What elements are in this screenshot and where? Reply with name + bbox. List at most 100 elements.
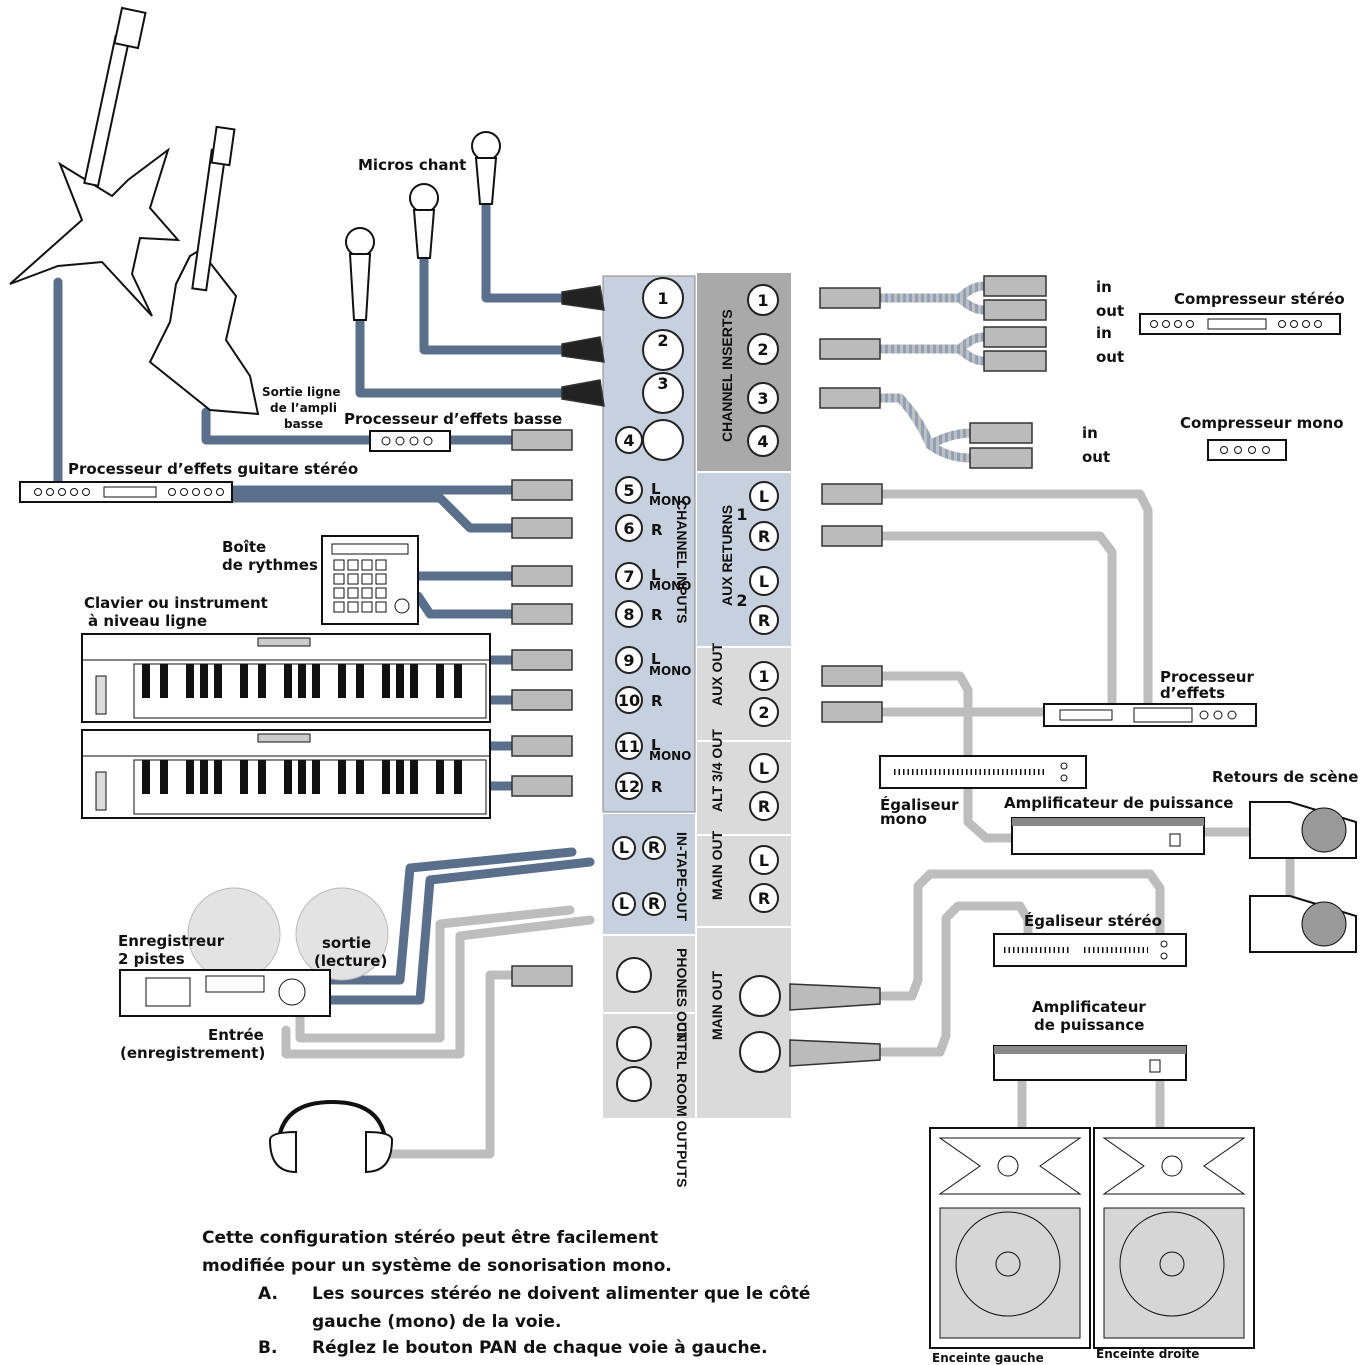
- aux-return-1R: [749, 521, 779, 551]
- note-a-text-1: Les sources stéréo ne doivent alimenter …: [312, 1284, 811, 1304]
- R-12: R: [651, 778, 663, 796]
- aux-ret-L2: L: [759, 572, 769, 591]
- ch-number-11: 11: [618, 737, 640, 756]
- monitors-label: Retours de scène: [1212, 768, 1358, 786]
- aux-ret-group-1: 1: [736, 505, 747, 524]
- alt34-out-label: ALT 3/4 OUT: [709, 729, 725, 812]
- bass-amp-label-1: Sortie ligne: [262, 385, 340, 399]
- aux-returns-label: AUX RETURNS: [719, 505, 735, 606]
- guitar-icon: [9, 6, 181, 317]
- aux-return-1L: [749, 481, 779, 511]
- R-8: R: [651, 606, 663, 624]
- ch-number-6: 6: [623, 519, 634, 538]
- jack-11: [615, 732, 643, 760]
- jack-10: [615, 686, 643, 714]
- main-out-label-2: MAIN OUT: [709, 970, 725, 1040]
- alt-out-R: [749, 791, 779, 821]
- mono-11: MONO: [649, 749, 691, 763]
- channel-inserts-label: CHANNEL INSERTS: [719, 309, 735, 442]
- xlr-jack-2: [642, 329, 684, 371]
- note-line-2: modifiée pour un système de sonorisation…: [202, 1256, 672, 1276]
- insert-out-2: out: [1096, 348, 1124, 366]
- rec-in-label-2: (enregistrement): [120, 1044, 265, 1062]
- stereo-compressor: [1139, 313, 1341, 335]
- insert-number-3: 3: [757, 389, 768, 408]
- aux-ret-R1: R: [758, 527, 770, 546]
- main-R-text: R: [758, 889, 770, 908]
- headphones-icon: [268, 1099, 394, 1174]
- keyboard-1: [81, 633, 491, 723]
- keyboard-2: [81, 729, 491, 819]
- aux-ret-L1: L: [759, 487, 769, 506]
- xlr-jack-1: [642, 277, 684, 319]
- mono-compressor: [1207, 439, 1287, 461]
- insert-out-1: out: [1096, 302, 1124, 320]
- ctrl-room-L: [616, 1026, 652, 1062]
- jack-5: [615, 476, 643, 504]
- in-tape-out-label: IN-TAPE-OUT: [674, 832, 690, 922]
- insert-jack-1: [747, 284, 779, 316]
- tape-in-L: [612, 836, 636, 860]
- power-amp-1: [1011, 817, 1205, 855]
- L-7: L: [651, 566, 661, 584]
- ch-number-9: 9: [623, 651, 634, 670]
- L-11: L: [651, 736, 661, 754]
- xlr-jack-3: [642, 372, 684, 414]
- tape-recorder-icon: [119, 887, 389, 1017]
- ch-number-2: 2: [657, 331, 668, 350]
- tape-in-R: [642, 836, 666, 860]
- left-speaker-label: Enceinte gauche: [932, 1351, 1044, 1365]
- tape-out-L-text: L: [619, 894, 629, 913]
- mono-eq-label-2: mono: [880, 810, 927, 828]
- keyboard-label-2: à niveau ligne: [88, 612, 207, 630]
- insert-jack-3: [747, 382, 779, 414]
- ctrl-room-label: CNTRL ROOM OUTPUTS: [674, 1022, 690, 1187]
- cables: [53, 195, 1295, 1159]
- insert-number-1: 1: [757, 291, 768, 310]
- note-b-letter: B.: [258, 1338, 278, 1358]
- drum-label-1: Boîte: [222, 538, 266, 556]
- stage-monitor-1: [1249, 801, 1357, 859]
- mono-5: MONO: [649, 494, 691, 508]
- ch-number-10: 10: [618, 691, 640, 710]
- guitar-fx-rack: [19, 481, 233, 503]
- note-line-1: Cette configuration stéréo peut être fac…: [202, 1228, 659, 1248]
- aux-out-label: AUX OUT: [709, 643, 725, 706]
- main-out-R: [749, 883, 779, 913]
- fx-processor: [1043, 703, 1257, 727]
- insert-number-2: 2: [757, 340, 768, 359]
- note-b-text: Réglez le bouton PAN de chaque voie à ga…: [312, 1338, 768, 1358]
- ch-number-7: 7: [623, 567, 634, 586]
- recorder-label-1: Enregistreur: [118, 932, 225, 950]
- main-out-label-1: MAIN OUT: [709, 830, 725, 900]
- alt-R-text: R: [758, 797, 770, 816]
- mono-comp-label: Compresseur mono: [1180, 414, 1344, 432]
- R-6: R: [651, 521, 663, 539]
- rec-out-label-1: sortie: [322, 934, 371, 952]
- jack-8: [615, 600, 643, 628]
- mono-9: MONO: [649, 664, 691, 678]
- vocal-mics-label: Micros chant: [358, 156, 466, 174]
- jack-9: [615, 646, 643, 674]
- note-a-text-2: gauche (mono) de la voie.: [312, 1312, 562, 1332]
- main-xlr-R: [739, 1031, 781, 1073]
- tape-out-R: [642, 892, 666, 916]
- L-5: L: [651, 480, 661, 498]
- recorder-label-2: 2 pistes: [118, 950, 185, 968]
- tape-in-R-text: R: [648, 838, 660, 857]
- speaker-right: [1093, 1127, 1255, 1349]
- power-amp-2-label-2: de puissance: [1034, 1016, 1144, 1034]
- insert-jack-2: [747, 333, 779, 365]
- alt-out-L: [749, 753, 779, 783]
- aux-out-2: [749, 697, 779, 727]
- insert-number-4: 4: [757, 432, 768, 451]
- channel-inputs-label: CHANNEL INPUTS: [674, 500, 690, 623]
- bass-fx-label: Processeur d’effets basse: [344, 410, 562, 428]
- rec-in-label-1: Entrée: [208, 1026, 264, 1044]
- ch-number-12: 12: [618, 777, 640, 796]
- aux-return-2L: [749, 566, 779, 596]
- power-amp-2-label-1: Amplificateur: [1032, 998, 1146, 1016]
- jack-numbers: 1 2 3 4 5 6 7 8 9 10 11 12 1 2 3 4 L R L…: [618, 289, 770, 913]
- power-amp-2: [993, 1045, 1187, 1081]
